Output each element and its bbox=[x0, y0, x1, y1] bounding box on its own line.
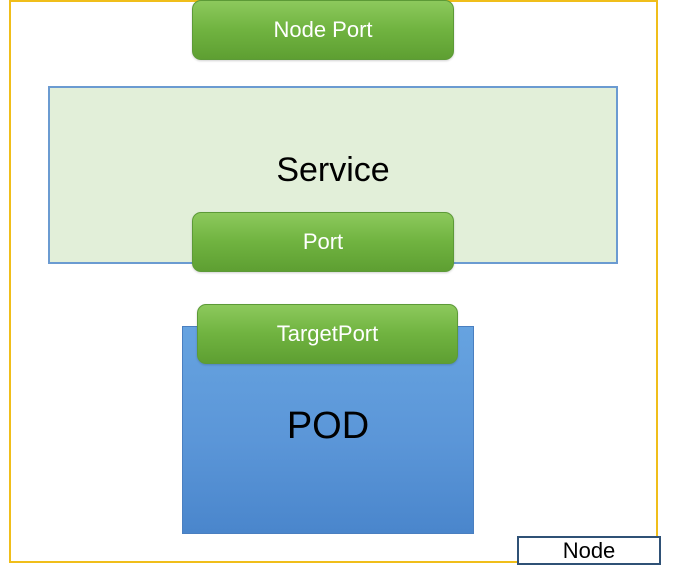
target-port-label: TargetPort bbox=[276, 321, 379, 346]
service-label: Service bbox=[276, 151, 390, 189]
service-port-label: Port bbox=[302, 229, 344, 254]
node-port-pill: Node Port bbox=[192, 0, 454, 60]
node-label-text: Node bbox=[562, 537, 616, 563]
pod-label: POD bbox=[286, 405, 370, 447]
node-label: Node bbox=[517, 536, 661, 565]
node-port-label: Node Port bbox=[273, 17, 373, 42]
service-port-pill: Port bbox=[192, 212, 454, 272]
target-port-pill: TargetPort bbox=[197, 304, 458, 364]
